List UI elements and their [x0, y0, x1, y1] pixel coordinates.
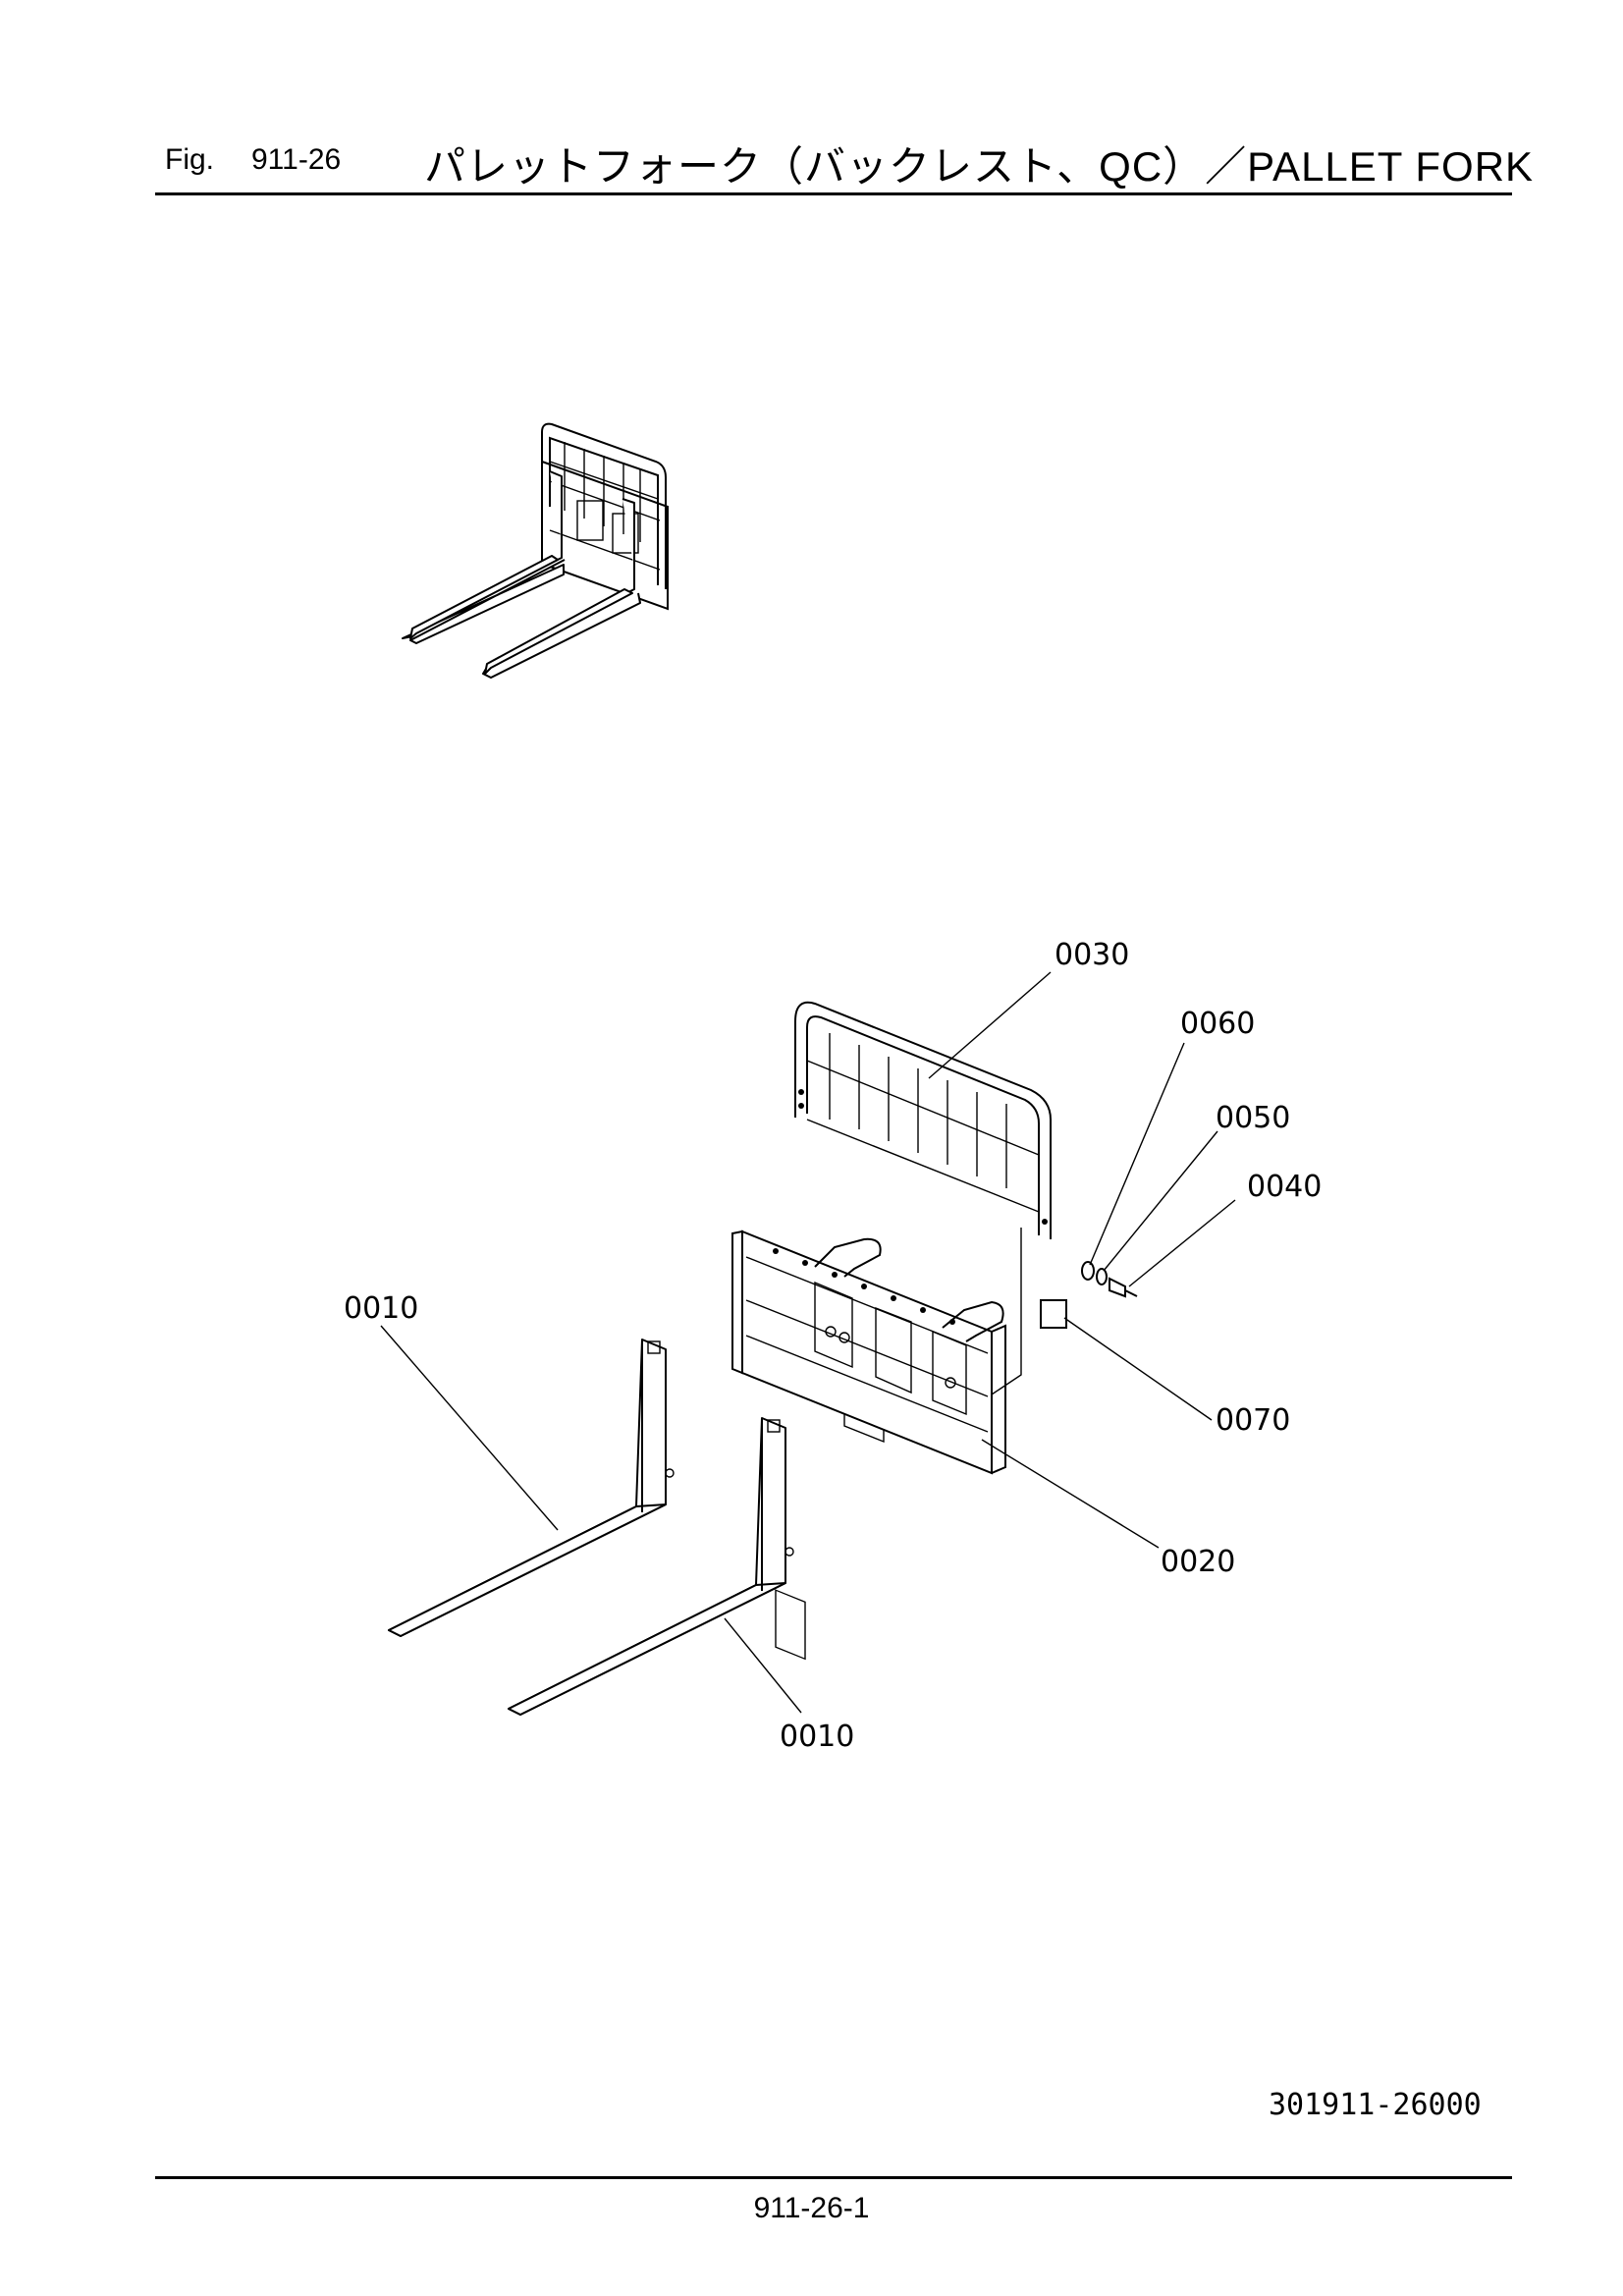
page-number: 911-26-1 — [753, 2192, 870, 2224]
callout-0030: 0030 — [1055, 938, 1129, 972]
callout-0020: 0020 — [1161, 1545, 1235, 1579]
assembled-view — [402, 422, 669, 679]
callout-0050: 0050 — [1216, 1101, 1290, 1135]
header-rule — [155, 192, 1512, 195]
bolt-and-washers — [1081, 1261, 1138, 1298]
callout-0060: 0060 — [1180, 1007, 1255, 1041]
page-title: パレットフォーク（バックレスト、QC）／PALLET FORK — [424, 143, 1535, 190]
assembled-carriage — [541, 460, 669, 611]
backrest-part — [794, 1001, 1052, 1239]
fig-label: Fig. — [165, 143, 215, 176]
fork-left-part — [388, 1339, 675, 1637]
callout-0070: 0070 — [1216, 1403, 1290, 1438]
callout-0040: 0040 — [1247, 1170, 1322, 1204]
plate-part — [1040, 1299, 1067, 1329]
callout-0010-right: 0010 — [780, 1720, 854, 1754]
carriage-part — [731, 1230, 1006, 1661]
assembled-fork-left-tine — [409, 555, 559, 639]
callout-0010-left: 0010 — [344, 1291, 418, 1326]
document-code: 301911-26000 — [1269, 2088, 1482, 2122]
leader-lines — [380, 971, 1236, 1714]
assembled-fork-left — [402, 470, 566, 644]
fork-right-part — [508, 1417, 794, 1716]
assembled-fork-right-tine — [484, 588, 633, 675]
assembled-backrest — [541, 422, 667, 589]
fig-number: 911-26 — [251, 143, 342, 176]
hidden-line — [991, 1228, 1022, 1395]
footer-rule — [155, 2176, 1512, 2179]
